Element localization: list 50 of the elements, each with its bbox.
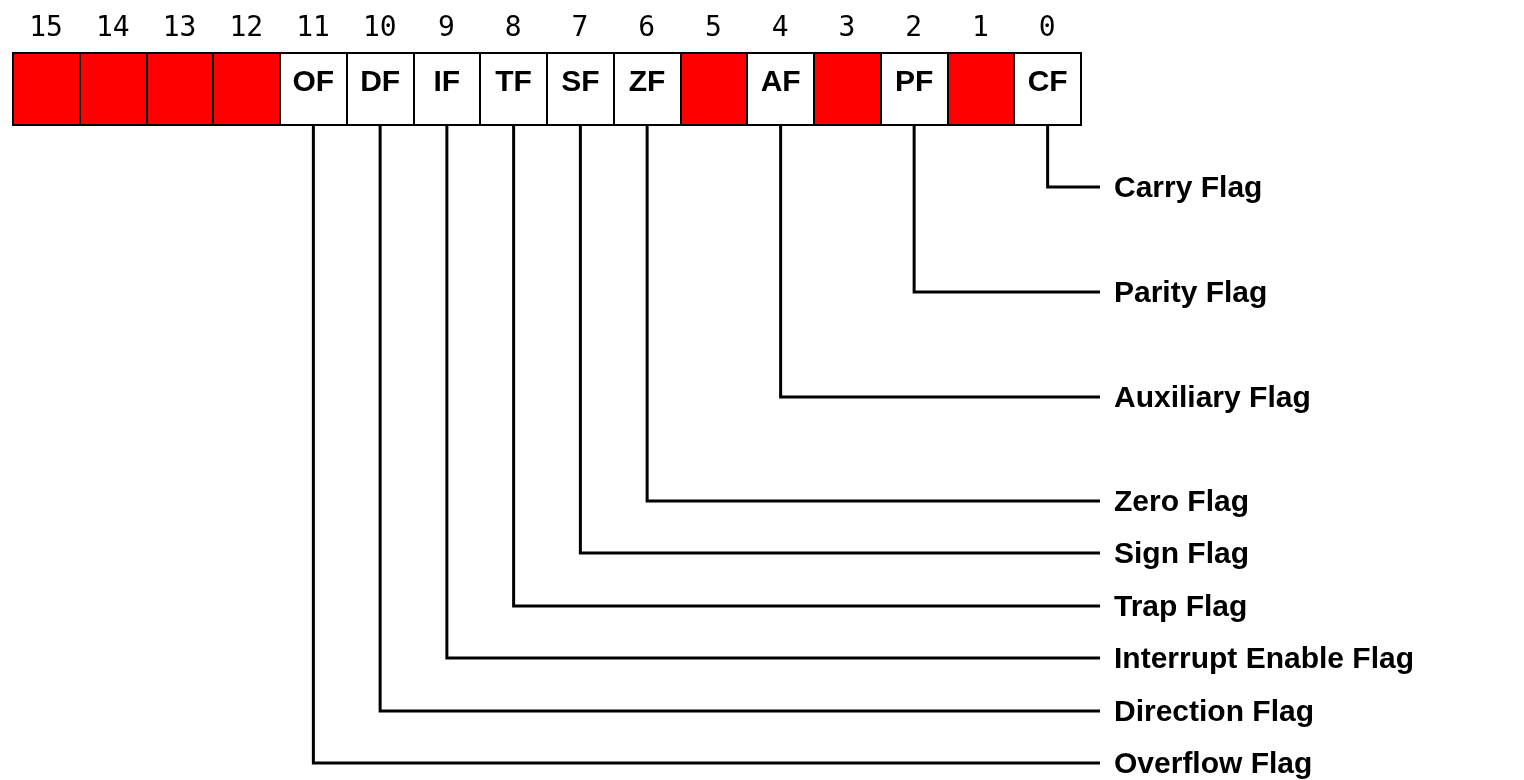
flag-bit-cell: TF	[479, 52, 548, 126]
flag-name: Interrupt Enable Flag	[1114, 640, 1415, 676]
reserved-bit-cell	[78, 52, 148, 126]
flag-name: Zero Flag	[1114, 483, 1249, 519]
bit-number: 3	[837, 12, 857, 42]
bit-number: 12	[228, 12, 265, 42]
leader-line	[645, 126, 1100, 503]
leader-line	[512, 126, 1100, 608]
bit-number: 14	[94, 12, 131, 42]
flag-name: Direction Flag	[1114, 693, 1315, 729]
flag-bit-cell: SF	[546, 52, 615, 126]
bit-number: 0	[1037, 12, 1057, 42]
bit-number: 4	[770, 12, 790, 42]
bit-number: 15	[28, 12, 64, 42]
leader-line	[311, 126, 1100, 765]
leader-line	[378, 126, 1100, 713]
bit-number: 1	[971, 12, 990, 42]
bit-number: 10	[361, 12, 398, 42]
bit-number: 5	[704, 12, 723, 42]
bit-number: 13	[161, 12, 198, 42]
reserved-bit-cell	[946, 52, 1016, 126]
bit-number: 7	[570, 12, 590, 42]
leader-line	[779, 126, 1100, 399]
bit-number: 11	[295, 12, 331, 42]
flag-bit-cell: DF	[345, 52, 415, 126]
leader-line	[445, 126, 1100, 660]
flag-name: Auxiliary Flag	[1114, 379, 1311, 415]
reserved-bit-cell	[145, 52, 215, 126]
flag-bit-cell: CF	[1013, 52, 1082, 126]
flag-bit-cell: IF	[412, 52, 482, 126]
reserved-bit-cell	[12, 52, 81, 126]
flag-name: Sign Flag	[1114, 535, 1249, 571]
reserved-bit-cell	[679, 52, 749, 126]
bit-number: 6	[637, 12, 657, 42]
flag-bit-cell: PF	[879, 52, 949, 126]
flag-bit-cell: OF	[279, 52, 348, 126]
flag-name: Overflow Flag	[1114, 745, 1313, 780]
flag-name: Carry Flag	[1114, 169, 1263, 205]
bit-number: 2	[904, 12, 924, 42]
leader-line	[578, 126, 1100, 555]
flag-name: Parity Flag	[1114, 274, 1268, 310]
flag-bit-cell: ZF	[612, 52, 682, 126]
flag-name: Trap Flag	[1114, 588, 1248, 624]
reserved-bit-cell	[813, 52, 882, 126]
leader-line	[1046, 126, 1100, 189]
flag-bit-cell: AF	[746, 52, 815, 126]
leader-line	[912, 126, 1100, 294]
reserved-bit-cell	[212, 52, 281, 126]
bit-number: 9	[437, 12, 456, 42]
bit-number: 8	[503, 12, 523, 42]
